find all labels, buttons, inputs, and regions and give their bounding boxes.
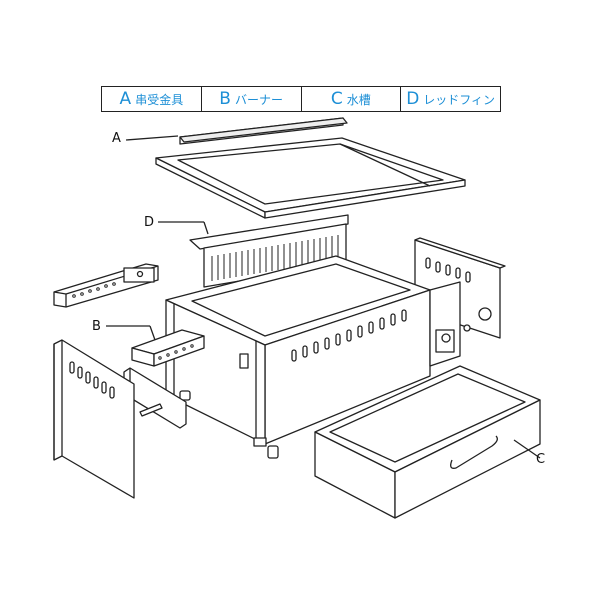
callout-c: C	[536, 452, 546, 467]
left-side-panel-part	[53, 339, 135, 499]
legend-item-b: B バーナー	[202, 87, 302, 111]
parts-legend: A 串受金具 B バーナー C 水槽 D レッドフィン	[101, 86, 501, 112]
callout-d: D	[144, 215, 155, 230]
burner-part	[106, 325, 205, 367]
legend-item-c: C 水槽	[302, 87, 402, 111]
callout-a: A	[112, 131, 121, 146]
legend-letter: D	[406, 89, 420, 109]
water-tray-part	[314, 365, 541, 519]
skewer-holder-part	[125, 117, 348, 145]
legend-letter: A	[119, 89, 132, 109]
legend-letter: B	[219, 89, 231, 109]
legend-name: 串受金具	[135, 92, 184, 107]
legend-name: レッドフィン	[423, 92, 496, 107]
top-frame-part	[155, 137, 466, 219]
legend-name: 水槽	[346, 92, 371, 107]
callout-b: B	[92, 319, 101, 334]
legend-item-d: D レッドフィン	[401, 87, 500, 111]
legend-name: バーナー	[234, 92, 283, 107]
legend-letter: C	[330, 89, 343, 109]
burner-rail-part	[53, 263, 159, 308]
legend-item-a: A 串受金具	[102, 87, 202, 111]
